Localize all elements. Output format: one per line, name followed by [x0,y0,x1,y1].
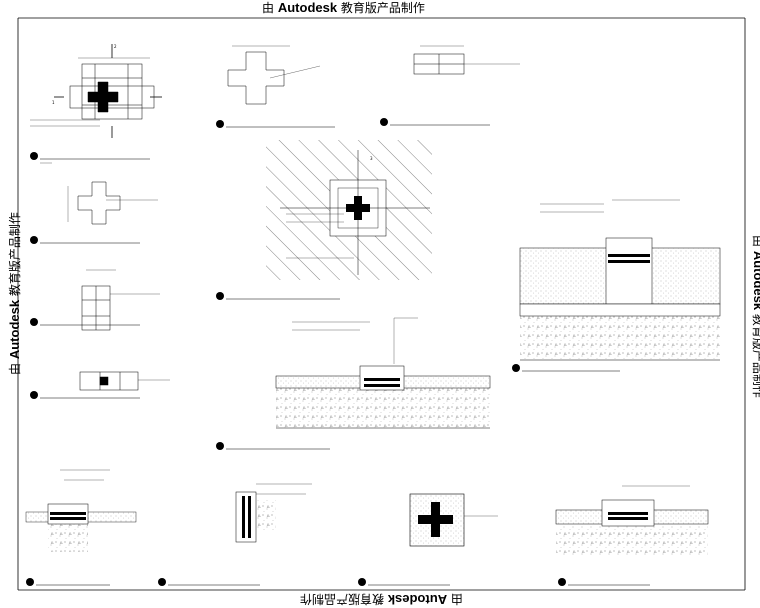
title-bubble-f [30,318,140,326]
sheet-frame [17,17,746,591]
title-bubble-c [380,118,490,126]
title-bubble-m [558,578,650,586]
detail-cross-plan-3 [67,181,158,225]
title-bubble-k [158,578,260,586]
title-bubble-h [216,442,330,450]
detail-hatched-plan [266,140,432,280]
title-bubble-i [512,364,620,372]
detail-cross-plan-1 [30,44,162,138]
title-bubble-a [30,152,150,164]
detail-stacked-panel [81,269,160,331]
detail-floor-section-1 [275,317,491,429]
section-marker-1: 1 [52,100,55,105]
detail-bottom-section-1 [25,469,137,552]
watermark-top: 由 Autodesk 教育版产品制作 [262,0,425,16]
title-bubble-j [26,578,110,586]
title-bubble-g [30,391,140,399]
title-bubble-b [216,120,335,128]
detail-horizontal-panel [79,371,170,391]
detail-tile-cross [409,493,498,547]
detail-wall-section [235,483,312,543]
detail-floor-section-2 [519,199,721,361]
title-bubble-l [358,578,450,586]
section-marker-3: 3 [370,156,373,161]
detail-cross-plan-2 [227,45,321,105]
title-bubble-e [30,236,140,244]
detail-bottom-section-2 [555,485,709,556]
title-bubble-d [216,292,340,300]
detail-panel-grid [413,45,520,75]
section-marker-2: 2 [114,44,117,49]
